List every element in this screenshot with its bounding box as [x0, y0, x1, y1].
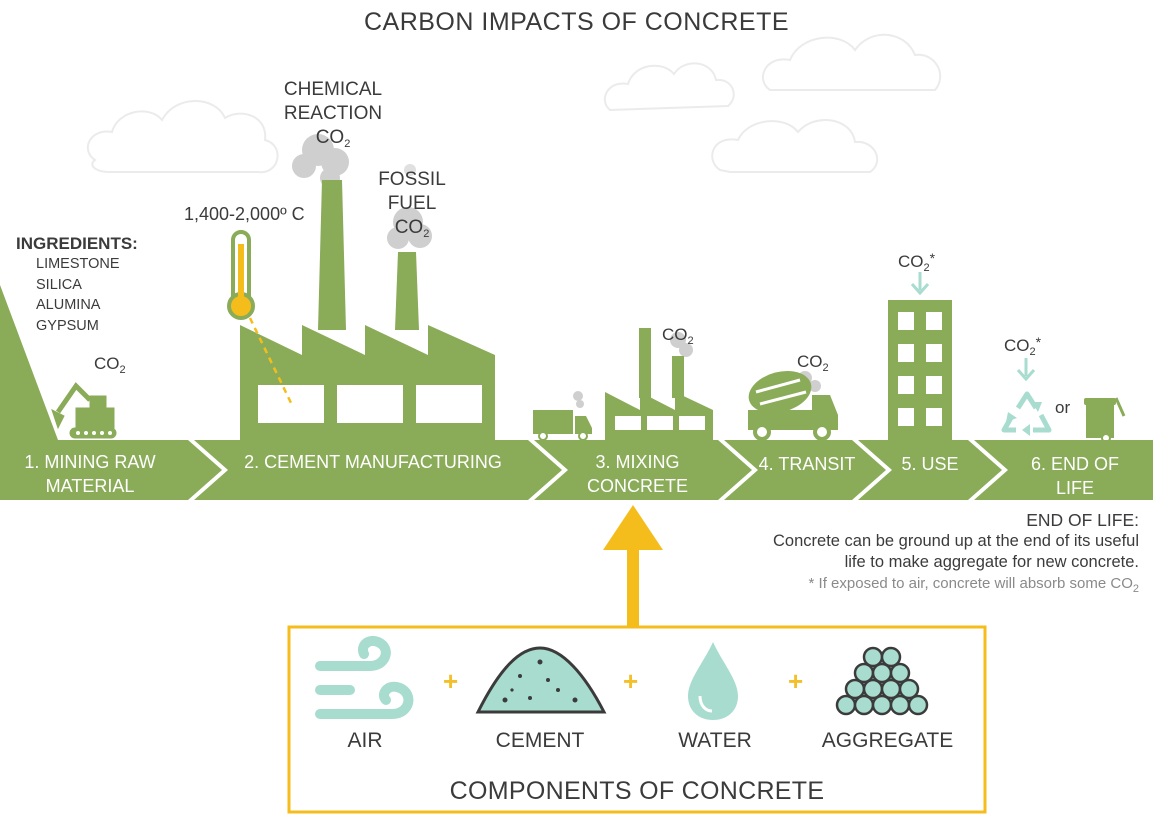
component-water-label: WATER — [678, 729, 752, 752]
cement-pile-icon — [475, 646, 607, 714]
plus-sign: + — [788, 666, 804, 696]
page-title: CARBON IMPACTS OF CONCRETE — [363, 8, 790, 36]
step-2-label: 2. CEMENT MANUFACTURING — [244, 452, 502, 472]
co2-label-transit: CO2 — [797, 352, 829, 374]
end-of-life-heading: END OF LIFE: — [1026, 510, 1139, 530]
ingredient-item: ALUMINA — [36, 297, 101, 313]
components-box — [287, 625, 987, 814]
plus-sign: + — [443, 666, 459, 696]
cement-mixer-truck-icon — [748, 370, 838, 441]
plus-sign: + — [623, 666, 639, 696]
trash-bin-icon — [1084, 397, 1126, 443]
temperature-label: 1,400-2,000º C — [184, 204, 305, 224]
ingredients-list: INGREDIENTS: LIMESTONE SILICA ALUMINA GY… — [16, 234, 138, 336]
thermometer-icon — [227, 230, 294, 406]
quarry-mountain-icon — [0, 285, 58, 440]
water-drop-icon — [688, 642, 738, 720]
component-aggregate-label: AGGREGATE — [821, 729, 954, 752]
co2-label-mixing: CO2 — [662, 325, 694, 347]
component-air-label: AIR — [347, 729, 383, 752]
co2-arrow-down-icon — [1016, 358, 1036, 382]
aggregate-icon — [835, 646, 929, 716]
co2-label-end-of-life: CO2* — [1004, 334, 1042, 358]
ingredient-item: LIMESTONE — [36, 256, 120, 272]
or-label: or — [1055, 398, 1071, 417]
recycle-icon — [1001, 391, 1052, 433]
air-icon — [315, 636, 414, 719]
building-icon — [888, 300, 952, 440]
co2-arrow-down-icon — [910, 272, 930, 296]
process-arrow-band — [0, 440, 1153, 500]
end-of-life-note: END OF LIFE: Concrete can be ground up a… — [773, 510, 1139, 600]
co2-label-mining: CO2 — [94, 354, 126, 376]
input-arrow-up-icon — [603, 505, 663, 627]
excavator-icon — [51, 382, 117, 439]
co2-footnote: * If exposed to air, concrete will absor… — [808, 575, 1139, 595]
component-cement-label: CEMENT — [495, 729, 585, 752]
components-title: COMPONENTS OF CONCRETE — [449, 777, 825, 805]
ingredient-item: SILICA — [36, 276, 82, 293]
smoke-fossil-icon — [387, 164, 432, 249]
delivery-truck-icon — [533, 410, 592, 441]
step-4-label: 4. TRANSIT — [758, 454, 856, 474]
step-5-label: 5. USE — [901, 454, 959, 474]
chemical-reaction-label: CHEMICAL REACTION CO2 — [283, 79, 383, 150]
fossil-fuel-label: FOSSIL FUEL CO2 — [378, 169, 446, 240]
ingredient-item: GYPSUM — [36, 317, 99, 334]
co2-label-use: CO2* — [898, 250, 936, 274]
